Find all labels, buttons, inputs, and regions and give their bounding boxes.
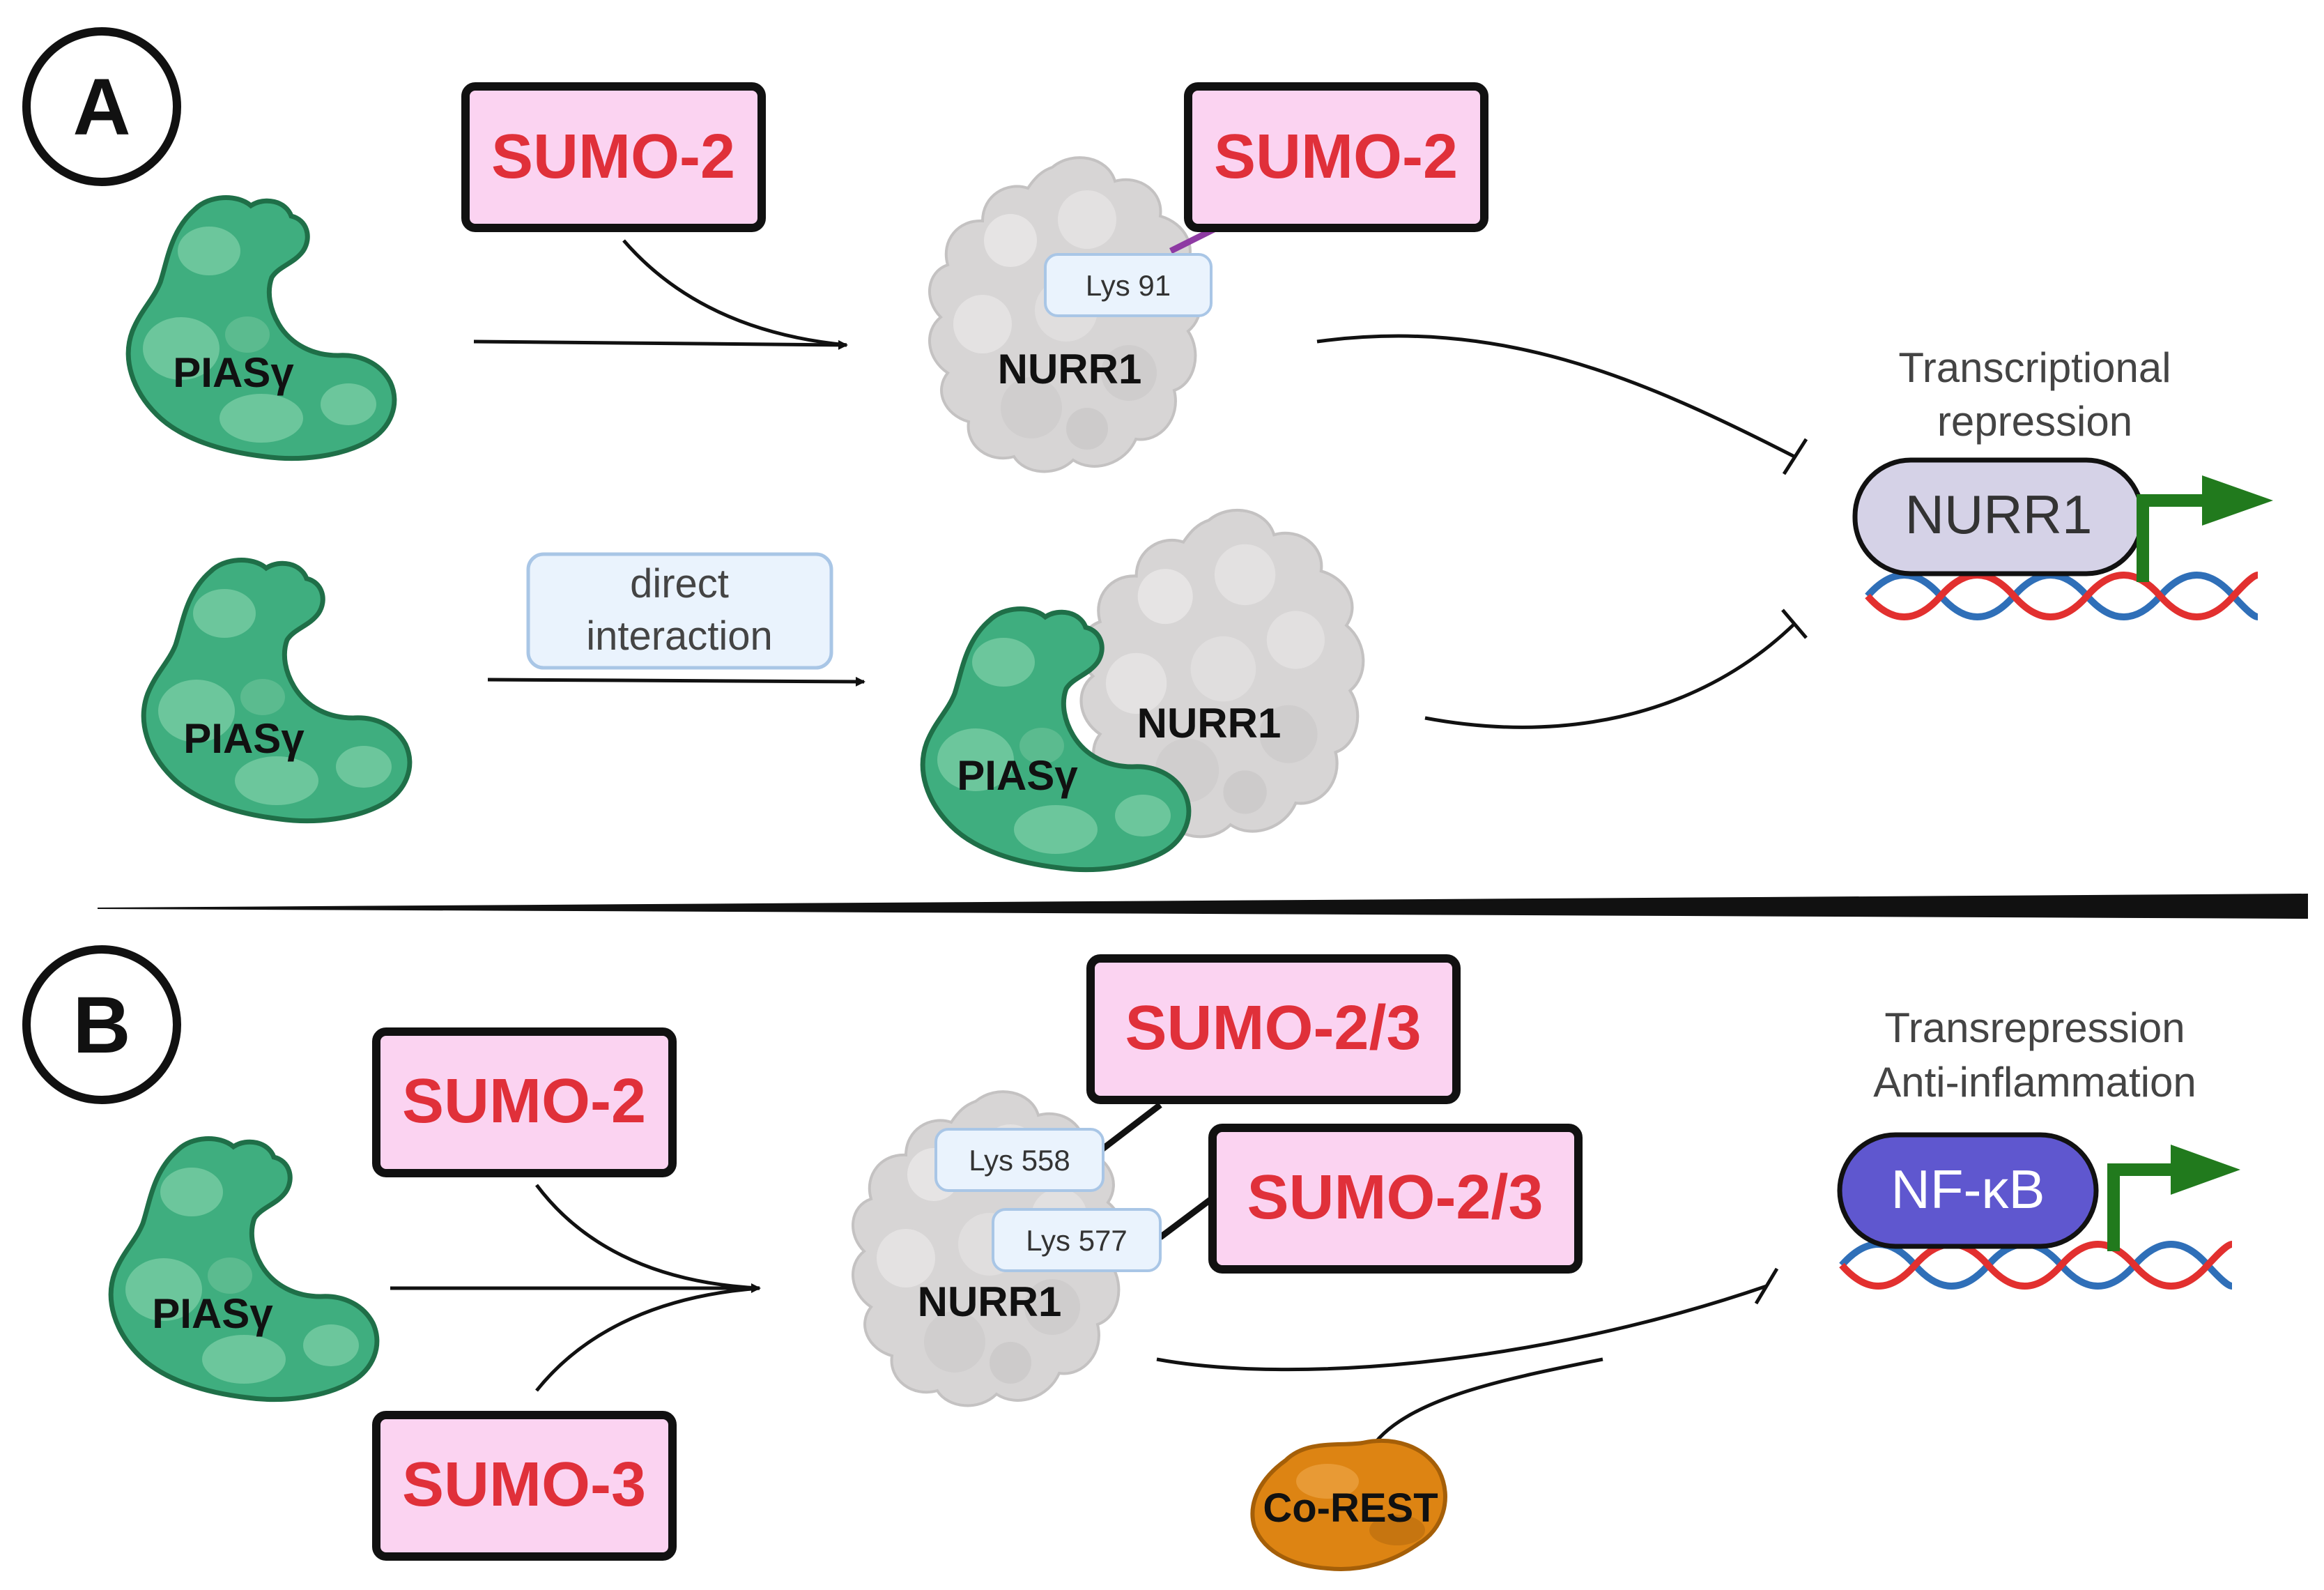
sumo2-to-nurr1-arrow-b [535,1184,760,1290]
tf-nfkb-label: NF-κB [1891,1159,2045,1220]
outcome-b-line2: Anti-inflammation [1873,1059,2196,1106]
outcome-a-line2: repression [1937,398,2132,445]
outcome-b-line1: Transrepression [1884,1004,2185,1051]
panel-b-letter-text: B [72,981,130,1070]
pias-gamma-protein-top [128,198,394,459]
sumo3-to-nurr1-arrow-b [535,1286,760,1392]
lys577-badge: Lys 577 [992,1208,1162,1272]
repression-tbar-top [1782,438,1808,475]
lys558-badge: Lys 558 [934,1128,1105,1192]
pias-gamma-protein-bottom [144,560,410,821]
sumo-bond-2 [1158,1193,1218,1240]
nurr1-sumo-repression-line [1316,334,1796,459]
direct-interaction-arrow [487,676,865,687]
lys91-label: Lys 91 [1086,269,1171,302]
lys577-label: Lys 577 [1026,1224,1128,1257]
nfkb-transcription-factor: NF-κB [1837,1132,2099,1249]
direct-interaction-box: direct interaction [526,552,833,670]
tf-nurr1-label: NURR1 [1905,484,2093,545]
panel-divider [98,894,2308,919]
corest-label: Co-REST [1263,1485,1438,1531]
panel-a-letter-text: A [72,63,130,152]
sumo2-free-box-b: SUMO-2 [372,1027,677,1177]
pias-top-label: PIASγ [173,349,294,396]
corest-recruitment-line [1364,1357,1603,1458]
lys91-badge: Lys 91 [1044,253,1213,317]
sumo2-attached-box: SUMO-2 [1184,82,1488,232]
interaction-line1: direct [630,561,729,606]
sumo23-attached-box-1: SUMO-2/3 [1086,954,1461,1104]
outcome-a-line1: Transcriptional [1898,344,2171,391]
interaction-line2: interaction [586,613,773,659]
sumo-bond-1 [1099,1102,1162,1153]
sumo2-free-label-b: SUMO-2 [402,1067,646,1136]
sumo23-attached-label-1: SUMO-2/3 [1125,993,1421,1063]
dna-helix-a [1868,575,2258,617]
complex-nurr1-label: NURR1 [1137,700,1282,747]
sumo3-free-box: SUMO-3 [372,1411,677,1561]
pias-gamma-protein-b [111,1139,377,1400]
nurr1-top-label: NURR1 [998,346,1142,392]
transcription-start-arrow-a [2137,475,2273,582]
dna-helix-b [1842,1244,2232,1286]
transcription-start-arrow-b [2107,1145,2240,1251]
sumo23-attached-box-2: SUMO-2/3 [1208,1124,1583,1274]
panel-b-letter: B [22,945,181,1104]
panel-a: A PIASγ SUMO-2 NURR1 SUMO-2 Lys 91 PIASγ [22,27,2273,870]
sumo2-free-label: SUMO-2 [491,122,735,192]
sumo3-free-label: SUMO-3 [402,1450,646,1520]
panel-b: B SUMO-2 SUMO-3 PIASγ NURR1 SUMO-2/3 SUM… [22,945,2240,1569]
complex-pias-label: PIASγ [957,752,1078,799]
transrepression-tbar [1754,1267,1779,1305]
repression-tbar-bottom [1781,609,1808,639]
nurr1-transrepression-line [1156,1284,1767,1372]
sumo23-attached-label-2: SUMO-2/3 [1247,1163,1543,1232]
pias-bottom-label: PIASγ [183,715,305,762]
nurr1-b-label: NURR1 [918,1278,1062,1325]
panel-a-letter: A [22,27,181,186]
pias-b-label: PIASγ [152,1290,273,1337]
sumo2-free-box: SUMO-2 [461,82,766,232]
sumo2-attached-label: SUMO-2 [1214,122,1458,192]
complex-repression-line [1424,622,1796,729]
lys558-label: Lys 558 [969,1144,1070,1177]
pias-to-nurr1-arrow [473,339,848,350]
nurr1-transcription-factor: NURR1 [1852,457,2145,576]
sumo2-to-nurr1-arrow [622,239,847,347]
